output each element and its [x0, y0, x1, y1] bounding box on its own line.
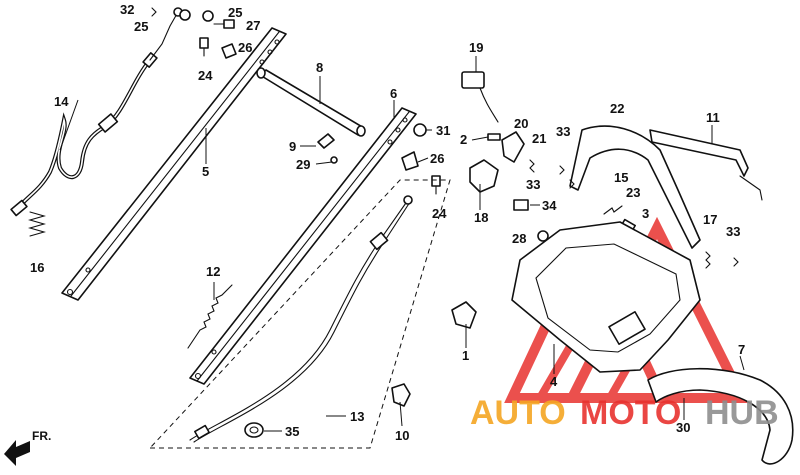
watermark-word-auto: AUTO	[470, 394, 566, 432]
callout-29: 29	[296, 157, 310, 172]
front-arrow-icon	[4, 440, 30, 466]
small-parts-right	[461, 71, 565, 242]
callout-28: 28	[512, 231, 526, 246]
callout-31: 31	[436, 123, 450, 138]
callout-24: 24	[198, 68, 213, 83]
callout-6: 6	[390, 86, 397, 101]
callout-1: 1	[462, 348, 469, 363]
watermark-word-moto: MOTO	[580, 394, 681, 432]
handle-pipe-right	[189, 107, 417, 385]
callout-2: 2	[460, 132, 467, 147]
callout-24: 24	[432, 206, 447, 221]
front-direction-indicator: FR.	[4, 429, 51, 466]
small-parts-middle	[317, 123, 441, 195]
callout-35: 35	[285, 424, 299, 439]
front-direction-label: FR.	[32, 429, 51, 443]
handle-grip	[647, 367, 794, 465]
callout-30: 30	[676, 420, 690, 435]
handle-pipe-left	[61, 27, 287, 301]
callout-25: 25	[228, 5, 242, 20]
control-lever	[569, 125, 763, 249]
throttle-cable	[10, 7, 183, 217]
callout-9: 9	[289, 139, 296, 154]
callout-26: 26	[430, 151, 444, 166]
callout-10: 10	[395, 428, 409, 443]
callout-16: 16	[30, 260, 44, 275]
callout-27: 27	[246, 18, 260, 33]
callout-26: 26	[238, 40, 252, 55]
callout-33: 33	[556, 124, 570, 139]
callout-11: 11	[706, 110, 720, 125]
clip-1	[451, 301, 477, 329]
callout-33: 33	[526, 177, 540, 192]
callout-32: 32	[120, 2, 134, 17]
callout-7: 7	[738, 342, 745, 357]
control-cable-assembly	[148, 179, 451, 449]
callout-25: 25	[134, 19, 148, 34]
small-parts-top	[151, 7, 237, 59]
spring-16	[27, 211, 47, 237]
watermark-word-hub: HUB	[705, 394, 779, 432]
callout-20: 20	[514, 116, 528, 131]
callout-17: 17	[703, 212, 717, 227]
callout-34: 34	[542, 198, 557, 213]
callout-12: 12	[206, 264, 220, 279]
callout-5: 5	[202, 164, 209, 179]
callout-8: 8	[316, 60, 323, 75]
callout-3: 3	[642, 206, 649, 221]
cross-bar	[256, 67, 366, 137]
callout-33: 33	[726, 224, 740, 239]
leader-lines	[59, 56, 745, 432]
callout-15: 15	[614, 170, 628, 185]
watermark-text: AUTO MOTO HUB	[470, 394, 779, 432]
callout-22: 22	[610, 101, 624, 116]
washer-and-clip	[244, 383, 411, 438]
callout-4: 4	[550, 374, 558, 389]
callout-13: 13	[350, 409, 364, 424]
callout-19: 19	[469, 40, 483, 55]
spring-12	[187, 284, 233, 349]
callout-21: 21	[532, 131, 546, 146]
handle-bracket	[511, 221, 701, 373]
callout-labels: 32 25 25 27 26 24 8 14 5 16 6 9 29 31 26…	[30, 2, 745, 443]
callout-14: 14	[54, 94, 69, 109]
callout-18: 18	[474, 210, 488, 225]
callout-23: 23	[626, 185, 640, 200]
